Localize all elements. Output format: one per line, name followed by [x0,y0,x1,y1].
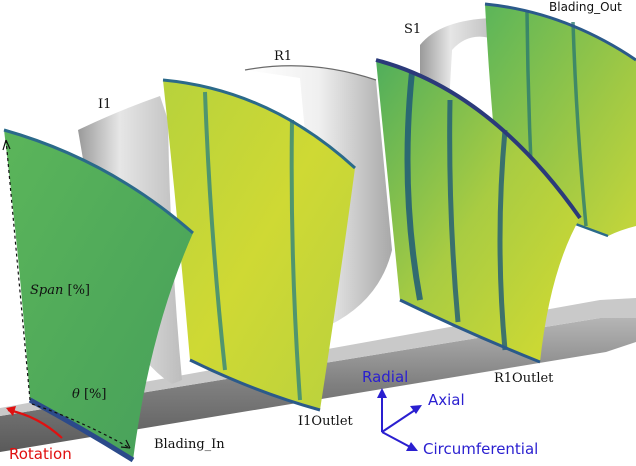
blading-out-label: Blading_Out [549,0,622,14]
i1-outlet-plane [163,80,355,410]
i1-outlet-tip [162,78,357,170]
blading-out-streak-2 [571,21,588,227]
blading-in-plane [4,130,193,460]
theta-unit: [%] [83,387,107,402]
span-arrow-head [2,139,11,151]
circumferential-axis [381,431,413,449]
i1-outlet-wake-2 [289,119,302,401]
r1-outlet-wake-1 [404,71,423,301]
i1-outlet-wake-1 [203,91,227,371]
axial-axis [381,407,419,433]
i1-outlet-hub [189,358,321,412]
s1-label: S1 [404,22,422,37]
blading-in-tip [3,128,194,235]
circumferential-axis-label: Circumferential [423,440,539,458]
circumferential-axis-head [406,442,418,451]
radial-axis-label: Radial [362,368,409,386]
i1-label: I1 [98,97,112,112]
r1-outlet-hub [399,298,541,364]
rotation-arrow-head [6,406,16,416]
blading-out-tip [484,2,636,62]
span-symbol: Span [30,283,64,298]
r1-outlet-wake-2 [447,99,461,323]
axial-axis-head [410,405,422,414]
radial-axis-head [377,388,387,398]
r1-outlet-label: R1Outlet [494,371,554,386]
i1-outlet-label: I1Outlet [298,414,353,429]
span-unit: [%] [67,283,91,298]
r1-blade-edge [244,65,377,81]
theta-label: θ [%] [72,387,106,402]
r1-outlet-wake-3 [497,129,508,351]
axial-axis-label: Axial [428,391,465,409]
blading-in-hub [28,397,135,463]
theta-arrow-head [120,439,131,449]
blading-in-label: Blading_In [154,437,225,452]
theta-symbol: θ [72,387,80,402]
span-label: Span [%] [30,283,90,298]
r1-outlet-plane [376,60,580,362]
rotation-label: Rotation [9,445,72,463]
r1-label: R1 [274,49,293,64]
r1-outlet-tip [375,58,582,220]
span-arrow [5,139,31,401]
